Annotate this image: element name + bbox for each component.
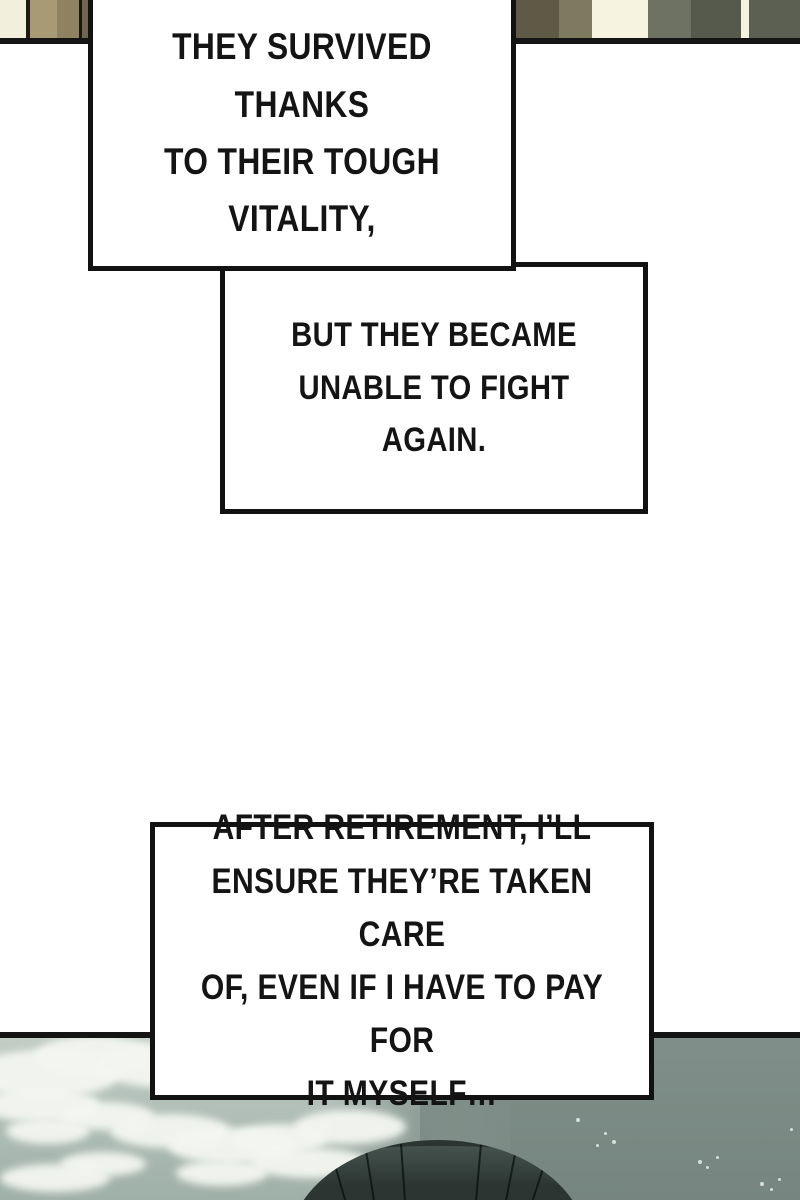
top-panel-band-20 (740, 0, 749, 44)
speech-bubble-narration-2: BUT THEY BECAME UNABLE TO FIGHT AGAIN. (220, 262, 648, 514)
top-panel-band-1 (25, 0, 30, 44)
top-panel-band-16 (558, 0, 593, 44)
top-panel-band-19 (691, 0, 741, 44)
speck-10 (612, 1140, 616, 1144)
cloud-12 (176, 1160, 268, 1186)
speck-7 (770, 1188, 773, 1191)
top-panel-band-18 (647, 0, 692, 44)
cloud-14 (0, 1164, 110, 1192)
hair-highlight (296, 1146, 580, 1186)
top-panel-band-21 (748, 0, 800, 44)
speck-8 (778, 1178, 781, 1181)
character-head-silhouette (288, 1140, 588, 1200)
speck-3 (698, 1160, 702, 1164)
bubble-2-text: BUT THEY BECAME UNABLE TO FIGHT AGAIN. (291, 315, 577, 460)
speck-13 (790, 1128, 793, 1131)
bubble-1-text: THEY SURVIVED THANKS TO THEIR TOUGH VITA… (164, 26, 440, 240)
cloud-6 (6, 1118, 90, 1144)
top-panel-band-0 (0, 0, 26, 44)
speck-5 (716, 1156, 719, 1159)
top-panel-band-15 (515, 0, 559, 44)
speck-12 (576, 1118, 580, 1122)
speech-bubble-narration-3: AFTER RETIREMENT, I’LL ENSURE THEY’RE TA… (150, 808, 654, 1113)
top-panel-band-17 (592, 0, 648, 44)
cloud-10 (294, 1110, 406, 1144)
speck-11 (596, 1144, 599, 1147)
top-panel-band-4 (79, 0, 83, 44)
top-panel-band-2 (29, 0, 58, 44)
speck-9 (604, 1132, 607, 1135)
speech-bubble-narration-1: THEY SURVIVED THANKS TO THEIR TOUGH VITA… (88, 0, 516, 271)
top-panel-band-3 (57, 0, 80, 44)
bubble-3-text: AFTER RETIREMENT, I’LL ENSURE THEY’RE TA… (200, 808, 604, 1114)
speck-4 (706, 1166, 709, 1169)
speck-6 (760, 1182, 764, 1186)
